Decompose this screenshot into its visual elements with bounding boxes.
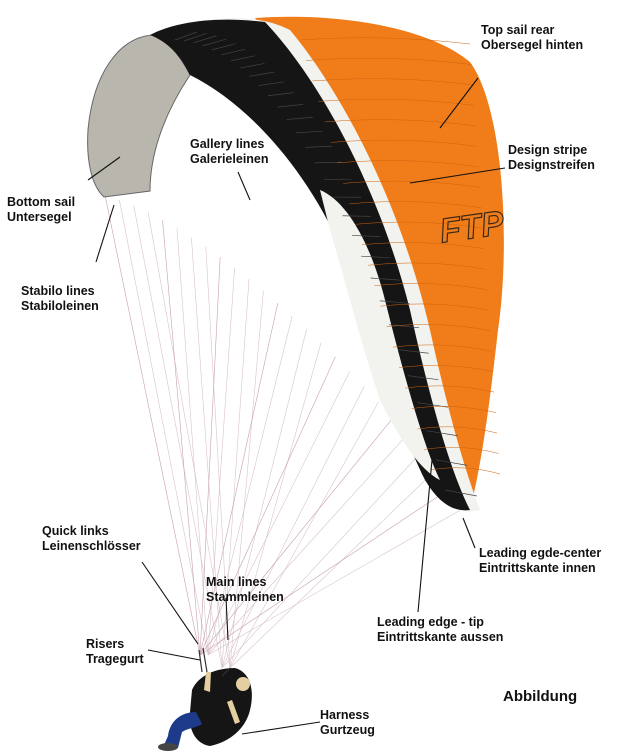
suspension-line: [222, 386, 364, 668]
label-design-stripe: Design stripe Designstreifen: [508, 143, 595, 173]
leader-risers: [148, 650, 200, 660]
pilot-arm: [204, 672, 211, 692]
suspension-line: [230, 402, 379, 668]
label-harness: Harness Gurtzeug: [320, 708, 375, 738]
suspension-line: [105, 195, 200, 655]
bottom-sail: [88, 35, 190, 197]
pilot-shoe: [158, 743, 178, 751]
suspension-line: [200, 418, 393, 655]
label-risers: Risers Tragegurt: [86, 637, 144, 667]
leader-stabilo-lines: [96, 205, 114, 262]
label-quick-links: Quick links Leinenschlösser: [42, 524, 141, 554]
label-gallery-lines: Gallery lines Galerieleinen: [190, 137, 269, 167]
label-leading-edge-tip: Leading edge - tip Eintrittskante aussen: [377, 615, 503, 645]
label-top-sail-rear: Top sail rear Obersegel hinten: [481, 23, 583, 53]
leader-leading-edge-tip: [418, 460, 432, 612]
leader-quick-links: [142, 562, 198, 644]
pilot: [158, 648, 252, 751]
suspension-line: [119, 200, 208, 655]
suspension-line: [208, 371, 350, 655]
figure-caption: Abbildung: [503, 688, 577, 705]
label-stabilo-lines: Stabilo lines Stabiloleinen: [21, 284, 99, 314]
leader-leading-edge-center: [463, 518, 475, 548]
suspension-line: [200, 357, 335, 655]
label-main-lines: Main lines Stammleinen: [206, 575, 284, 605]
label-bottom-sail: Bottom sail Untersegel: [7, 195, 75, 225]
paraglider-wing: FTP: [88, 17, 507, 512]
label-leading-edge-center: Leading egde-center Eintrittskante innen: [479, 546, 601, 576]
suspension-line: [230, 343, 321, 668]
leader-harness: [242, 722, 320, 734]
leader-gallery-lines: [238, 172, 250, 200]
pilot-head: [236, 677, 250, 691]
